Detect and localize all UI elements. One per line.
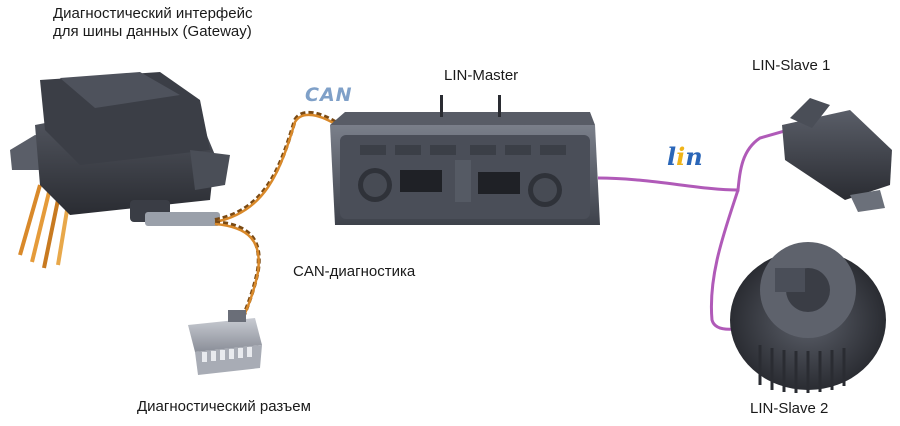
gateway-label-line1: Диагностический интерфейс (53, 5, 253, 22)
lin-logo: lin (667, 142, 703, 171)
lin-slave1-label: LIN-Slave 1 (752, 57, 831, 74)
can-diagnostics-label: CAN-диагностика (293, 263, 416, 280)
lin-slave2-device (730, 242, 886, 393)
lin-master-label: LIN-Master (444, 67, 519, 84)
lin-logo-n: n (685, 142, 703, 171)
gateway-label-line2: для шины данных (Gateway) (53, 23, 252, 40)
lin-logo-l: l (667, 142, 677, 171)
diagnostic-connector-label: Диагностический разъем (137, 398, 311, 415)
gateway-module (10, 72, 230, 269)
lin-logo-i: i (676, 142, 686, 171)
lin-slave2-label: LIN-Slave 2 (750, 400, 829, 417)
can-bus-wires (214, 110, 342, 326)
can-logo: CAN (305, 84, 353, 106)
diagnostic-connector (188, 310, 262, 375)
lin-master-device (330, 95, 600, 225)
lin-slave1-device (782, 98, 892, 212)
